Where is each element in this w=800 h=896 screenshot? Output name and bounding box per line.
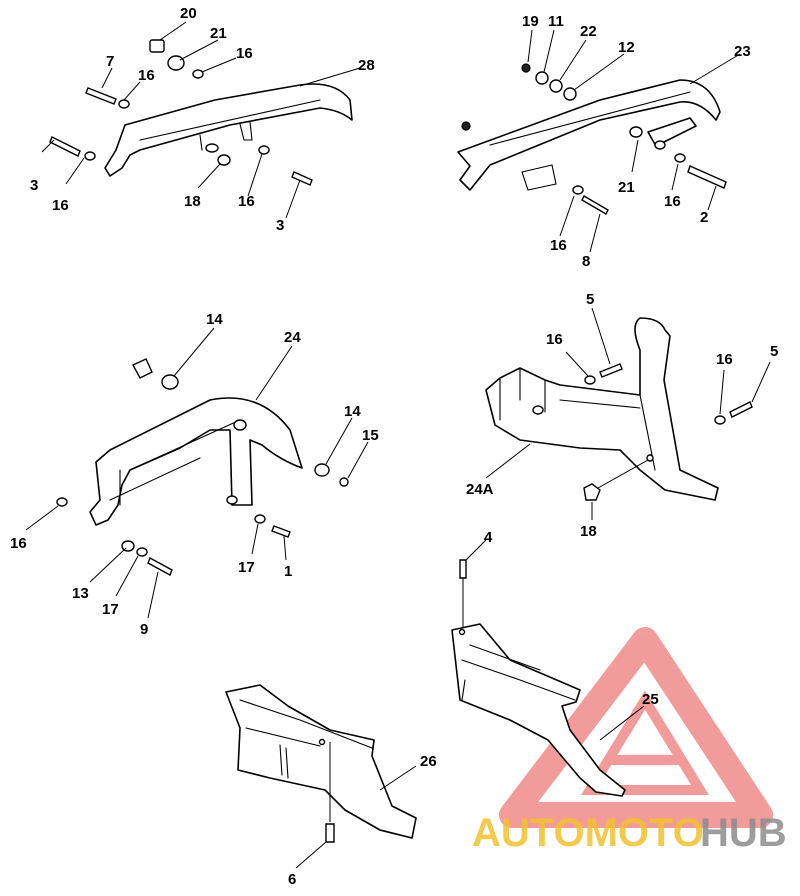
- chain-guard-24-assembly: [25, 327, 369, 619]
- guard-26-assembly: [225, 684, 417, 869]
- chain-guard-23: [457, 79, 721, 191]
- callout-16: 16: [52, 197, 69, 214]
- callout-15: 15: [362, 427, 379, 444]
- callout-16: 16: [238, 193, 255, 210]
- cover-24A: [485, 317, 719, 501]
- callout-26: 26: [420, 753, 437, 770]
- watermark-text-secondary: HUB: [700, 811, 787, 855]
- callout-8: 8: [582, 253, 590, 270]
- callout-18: 18: [184, 193, 201, 210]
- callout-2: 2: [700, 209, 708, 226]
- callout-25: 25: [642, 691, 659, 708]
- callout-16: 16: [10, 535, 27, 552]
- callout-16: 16: [664, 193, 681, 210]
- callout-14: 14: [344, 403, 361, 420]
- callout-1: 1: [284, 563, 292, 580]
- callout-3: 3: [30, 177, 38, 194]
- cover-24A-assembly: [485, 307, 771, 520]
- callout-3: 3: [276, 217, 284, 234]
- callout-labels: 20 21 16 7 16 28 3 16 18 16 3 19 11 22 1…: [10, 5, 778, 888]
- callout-18: 18: [580, 523, 597, 540]
- callout-21: 21: [618, 179, 635, 196]
- callout-5: 5: [586, 291, 594, 308]
- callout-23: 23: [734, 43, 751, 60]
- callout-20: 20: [180, 5, 197, 22]
- callout-16: 16: [546, 331, 563, 348]
- callout-11: 11: [548, 13, 564, 30]
- automotohub-watermark-text: AUTOMOTO HUB: [472, 811, 787, 855]
- callout-28: 28: [358, 57, 375, 74]
- watermark-text-primary: AUTOMOTO: [472, 811, 704, 855]
- automotohub-logo-watermark: [499, 627, 773, 828]
- callout-6: 6: [288, 871, 296, 888]
- callout-19: 19: [522, 13, 539, 30]
- callout-14: 14: [206, 311, 223, 328]
- callout-12: 12: [618, 39, 635, 56]
- callout-22: 22: [580, 23, 597, 40]
- chain-guard-23-assembly: [457, 29, 741, 253]
- callout-5: 5: [770, 343, 778, 360]
- callout-4: 4: [484, 529, 493, 546]
- guard-25: [451, 623, 626, 797]
- callout-21: 21: [210, 25, 227, 42]
- callout-7: 7: [106, 53, 114, 70]
- callout-16: 16: [550, 237, 567, 254]
- callout-16: 16: [236, 45, 253, 62]
- callout-9: 9: [140, 621, 148, 638]
- callout-16: 16: [138, 67, 155, 84]
- callout-17: 17: [238, 559, 255, 576]
- callout-16: 16: [716, 351, 733, 368]
- chain-guard-28-assembly: [41, 21, 361, 219]
- guard-25-assembly: [451, 539, 645, 797]
- callout-24: 24: [284, 329, 301, 346]
- chain-guard-24: [89, 397, 303, 526]
- guard-26: [225, 684, 417, 839]
- callout-17: 17: [102, 601, 119, 618]
- callout-13: 13: [72, 585, 89, 602]
- callout-24A: 24A: [466, 481, 494, 498]
